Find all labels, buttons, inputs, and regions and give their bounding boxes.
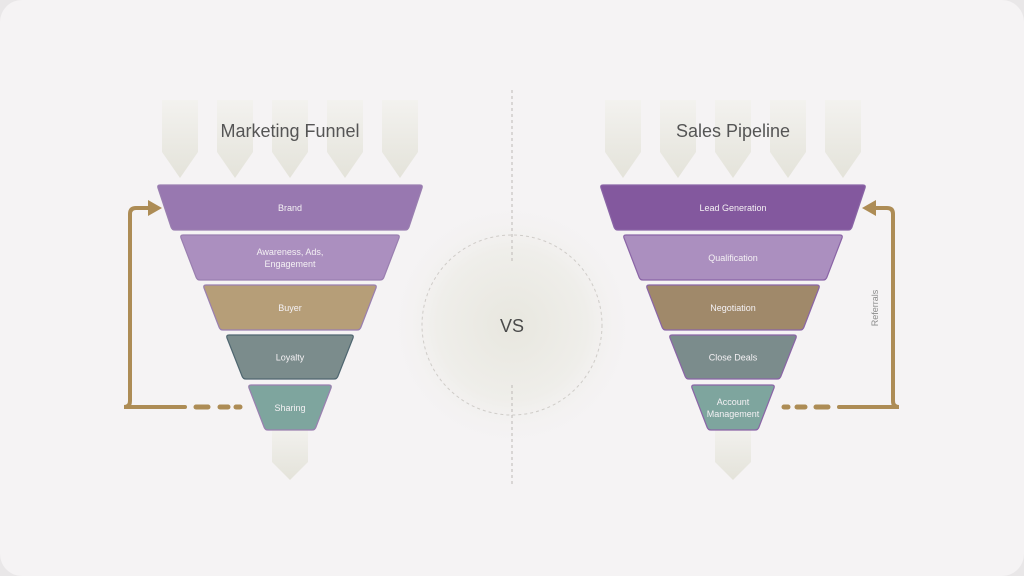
- left-loop-arrow: [123, 200, 243, 410]
- right-layer[interactable]: Qualification: [623, 234, 843, 281]
- vs-label: VS: [500, 316, 524, 336]
- left-layer[interactable]: Awareness, Ads, Engagement: [180, 234, 400, 281]
- layer-label: Engagement: [264, 259, 316, 269]
- input-arrow-icon: [715, 100, 751, 178]
- left-layer[interactable]: Brand: [157, 184, 423, 231]
- input-arrow-icon: [605, 100, 641, 178]
- right-layer[interactable]: Lead Generation: [600, 184, 866, 231]
- layer-shape: [203, 284, 377, 331]
- input-arrow-icon: [382, 100, 418, 178]
- input-arrow-icon: [825, 100, 861, 178]
- layer-shape: [646, 284, 820, 331]
- layer-shape: [248, 384, 332, 431]
- layer-shape: [691, 384, 775, 431]
- layer-label: Account: [717, 397, 750, 407]
- right-title: Sales Pipeline: [676, 121, 790, 141]
- layer-shape: [669, 334, 797, 380]
- layer-shape: [623, 234, 843, 281]
- layer-label: Sharing: [274, 403, 305, 413]
- left-title: Marketing Funnel: [220, 121, 359, 141]
- right-loop-arrow: [781, 200, 900, 410]
- layer-shape: [157, 184, 423, 231]
- layer-label: Qualification: [708, 253, 758, 263]
- left-layer[interactable]: Buyer: [203, 284, 377, 331]
- arrowhead-icon: [862, 200, 876, 216]
- input-arrow-icon: [217, 100, 253, 178]
- left-layer[interactable]: Loyalty: [226, 334, 354, 380]
- input-arrow-icon: [660, 100, 696, 178]
- layer-label: Buyer: [278, 303, 302, 313]
- layer-label: Close Deals: [709, 353, 758, 363]
- right-layer[interactable]: Close Deals: [669, 334, 797, 380]
- layer-label: Brand: [278, 203, 302, 213]
- layer-shape: [600, 184, 866, 231]
- layer-shape: [180, 234, 400, 281]
- vs-glow: [387, 200, 637, 450]
- input-arrow-icon: [770, 100, 806, 178]
- layer-label: Negotiation: [710, 303, 756, 313]
- referrals-label: Referrals: [870, 289, 880, 326]
- layer-label: Awareness, Ads,: [257, 247, 324, 257]
- layer-label: Lead Generation: [699, 203, 766, 213]
- layer-label: Loyalty: [276, 353, 305, 363]
- layer-shape: [226, 334, 354, 380]
- left-layer[interactable]: Sharing: [248, 384, 332, 431]
- output-arrow-icon: [272, 425, 308, 480]
- input-arrow-icon: [327, 100, 363, 178]
- layer-label: Management: [707, 409, 760, 419]
- input-arrow-icon: [272, 100, 308, 178]
- input-arrow-icon: [162, 100, 198, 178]
- arrowhead-icon: [148, 200, 162, 216]
- vs-circle: [421, 234, 603, 416]
- output-arrow-icon: [715, 425, 751, 480]
- right-layer[interactable]: Negotiation: [646, 284, 820, 331]
